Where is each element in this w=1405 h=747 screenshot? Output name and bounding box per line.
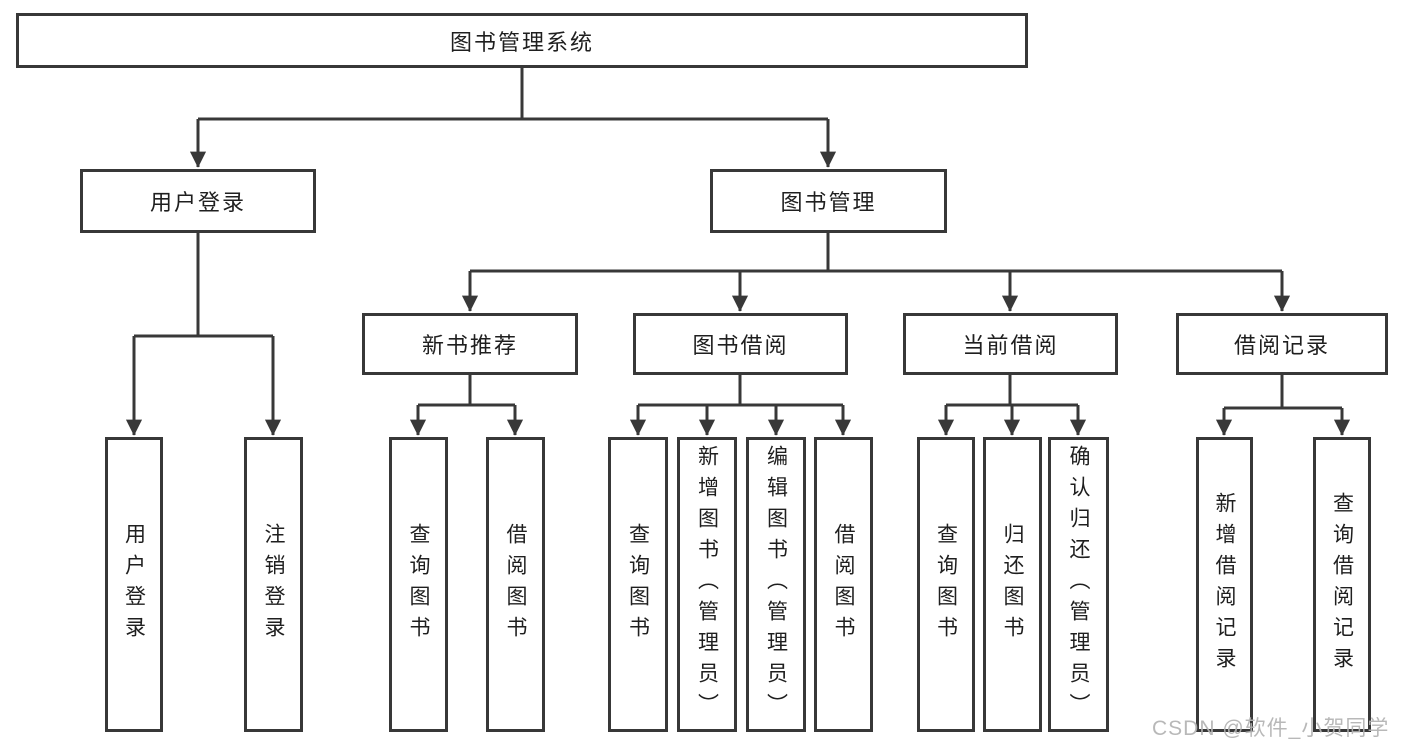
node-borrow-records-label: 借阅记录 <box>1233 333 1330 358</box>
node-book-borrowing: 图书借阅 <box>633 313 848 375</box>
leaf-return-book-label: 归还图书 <box>1001 522 1025 647</box>
connector-user-login-to-children <box>125 233 282 436</box>
connector-borrow-records-to-children <box>1215 375 1351 436</box>
leaf-edit-book-admin: 编辑图书（管理员） <box>746 437 806 732</box>
watermark: CSDN @软件_小贺同学 <box>1152 717 1390 740</box>
leaf-query-books-recommend: 查询图书 <box>389 437 448 732</box>
leaf-query-books-current-label: 查询图书 <box>934 522 958 647</box>
leaf-query-books-borrowing: 查询图书 <box>608 437 668 732</box>
leaf-user-login: 用户登录 <box>105 437 163 732</box>
leaf-borrow-books-borrowing: 借阅图书 <box>814 437 873 732</box>
leaf-borrow-books-recommend-label: 借阅图书 <box>504 522 528 647</box>
connector-root-to-level2 <box>189 68 837 168</box>
leaf-user-login-label: 用户登录 <box>122 522 146 647</box>
node-book-management-label: 图书管理 <box>780 190 877 215</box>
leaf-confirm-return-admin-label: 确认归还（管理员） <box>1067 445 1091 724</box>
leaf-query-borrow-record: 查询借阅记录 <box>1313 437 1371 732</box>
leaf-logout: 注销登录 <box>244 437 303 732</box>
leaf-query-books-borrowing-label: 查询图书 <box>626 522 650 647</box>
node-root-label: 图书管理系统 <box>449 29 594 55</box>
leaf-borrow-books-borrowing-label: 借阅图书 <box>832 522 856 647</box>
connector-book-management-to-modules <box>461 233 1291 312</box>
leaf-add-borrow-record-label: 新增借阅记录 <box>1213 491 1237 678</box>
node-new-book-recommend-label: 新书推荐 <box>421 333 518 358</box>
leaf-borrow-books-recommend: 借阅图书 <box>486 437 545 732</box>
connector-new-book-recommend-to-children <box>409 375 524 436</box>
leaf-confirm-return-admin: 确认归还（管理员） <box>1048 437 1109 732</box>
connector-book-borrowing-to-children <box>629 375 852 436</box>
leaf-query-books-recommend-label: 查询图书 <box>407 522 431 647</box>
leaf-query-books-current: 查询图书 <box>917 437 975 732</box>
leaf-return-book: 归还图书 <box>983 437 1042 732</box>
leaf-query-borrow-record-label: 查询借阅记录 <box>1330 491 1354 678</box>
leaf-add-book-admin: 新增图书（管理员） <box>677 437 737 732</box>
node-new-book-recommend: 新书推荐 <box>362 313 578 375</box>
node-book-borrowing-label: 图书借阅 <box>692 333 789 358</box>
leaf-add-book-admin-label: 新增图书（管理员） <box>695 445 719 724</box>
node-current-borrowing: 当前借阅 <box>903 313 1118 375</box>
node-current-borrowing-label: 当前借阅 <box>962 333 1059 358</box>
node-user-login-label: 用户登录 <box>149 190 246 215</box>
node-book-management: 图书管理 <box>710 169 947 233</box>
connector-current-borrowing-to-children <box>937 375 1087 436</box>
node-user-login: 用户登录 <box>80 169 316 233</box>
node-borrow-records: 借阅记录 <box>1176 313 1388 375</box>
leaf-logout-label: 注销登录 <box>262 522 286 647</box>
node-root: 图书管理系统 <box>16 13 1028 68</box>
leaf-edit-book-admin-label: 编辑图书（管理员） <box>764 445 788 724</box>
leaf-add-borrow-record: 新增借阅记录 <box>1196 437 1253 732</box>
